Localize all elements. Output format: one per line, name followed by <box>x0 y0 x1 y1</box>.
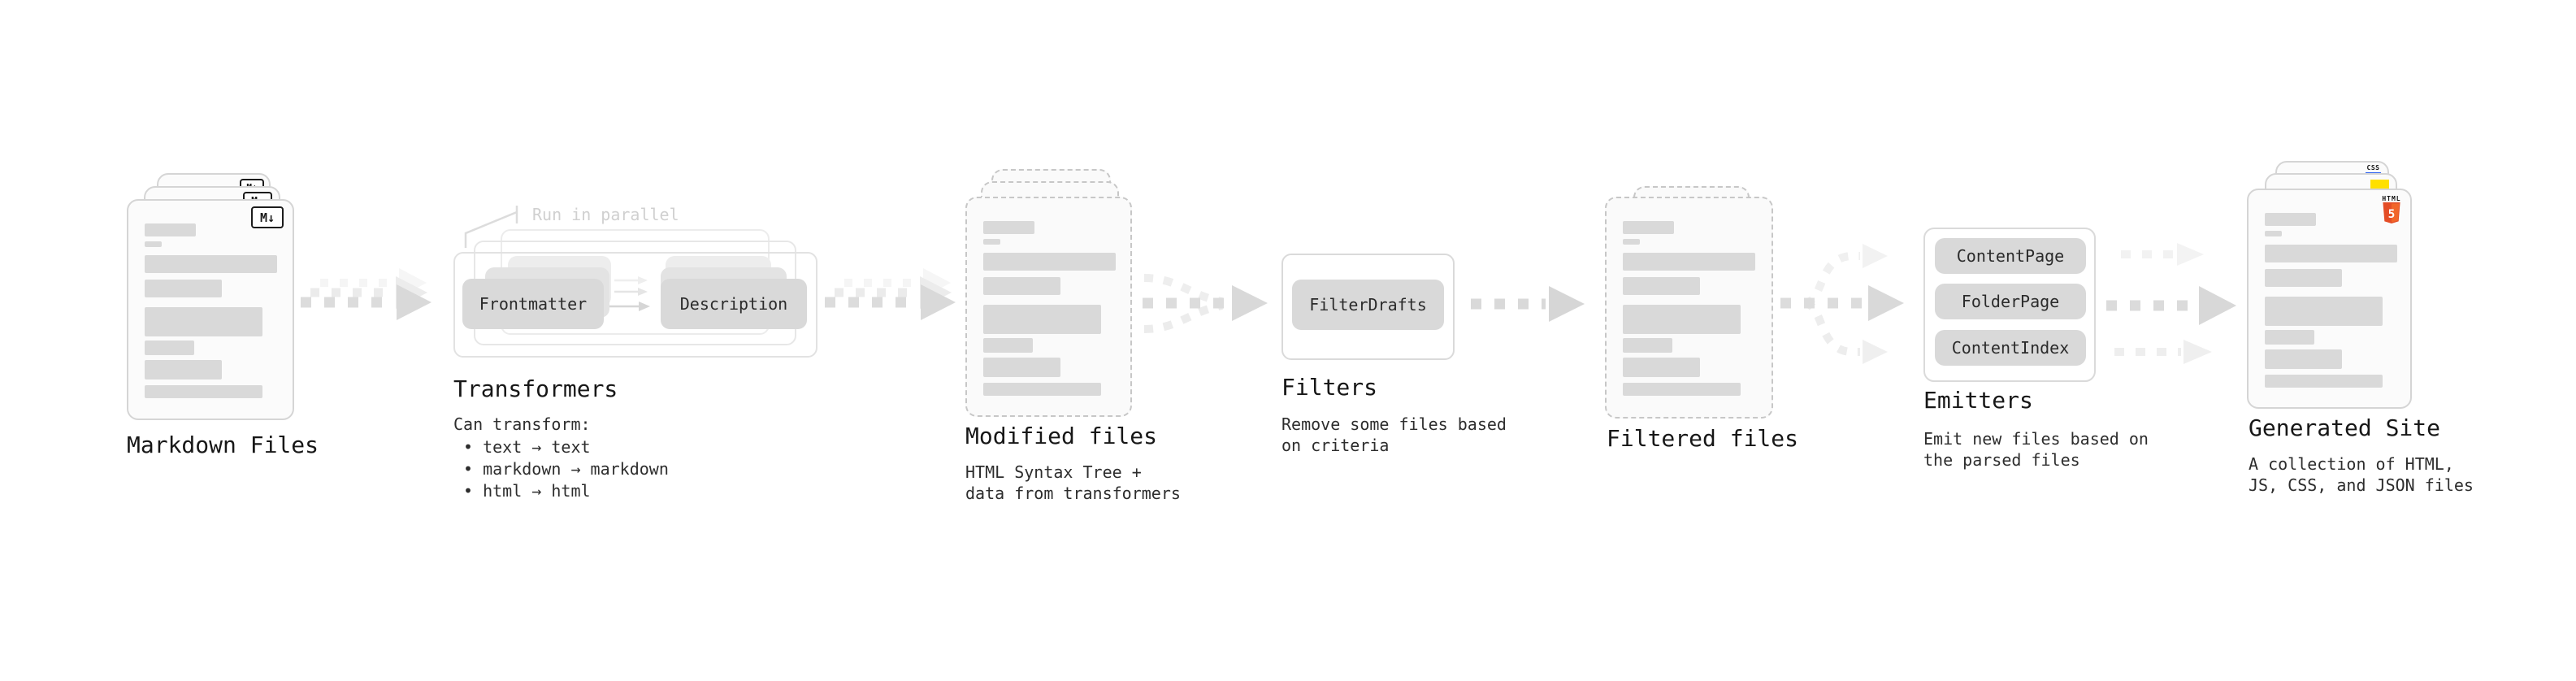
modified-files-subtitle: HTML Syntax Tree + data from transformer… <box>965 462 1181 504</box>
contentindex-button: ContentIndex <box>1935 330 2086 366</box>
arrow-modified-to-filters-merge <box>1143 274 1268 333</box>
transformers-caption: Can transform: <box>453 414 591 434</box>
transformers-bullets: • text → text • markdown → markdown • ht… <box>463 436 669 502</box>
filtered-file-card-front <box>1605 197 1773 419</box>
arrow-emitter-middle-to-site <box>2106 286 2236 325</box>
run-in-parallel-label: Run in parallel <box>532 205 679 224</box>
emitters-subtitle: Emit new files based on the parsed files <box>1923 428 2149 471</box>
css-label: CSS <box>2366 164 2380 171</box>
arrow-filters-to-filtered <box>1471 286 1585 322</box>
text-placeholder-bars <box>967 198 1130 396</box>
site-file-card-html: HTML 5 <box>2247 189 2412 409</box>
markdown-files-title: Markdown Files <box>127 432 319 458</box>
transformers-frame-front <box>453 252 817 358</box>
filtered-files-title: Filtered files <box>1607 425 1799 452</box>
html5-label: HTML <box>2382 195 2401 202</box>
transformers-title: Transformers <box>453 375 618 402</box>
arrow-filtered-to-emitters-split <box>1780 244 1904 364</box>
markdown-icon: M↓ <box>251 206 284 228</box>
bullet-item: • html → html <box>463 481 591 501</box>
subtitle-line: HTML Syntax Tree + <box>965 462 1142 482</box>
frontmatter-button: Frontmatter <box>462 279 604 329</box>
filters-title: Filters <box>1281 374 1378 401</box>
js-icon <box>2370 180 2389 189</box>
text-placeholder-bars <box>2249 190 2410 388</box>
subtitle-line: Emit new files based on <box>1923 429 2149 449</box>
text-placeholder-bars <box>128 201 293 398</box>
html5-shield: 5 <box>2383 202 2400 223</box>
svg-text:5: 5 <box>2388 208 2396 221</box>
html5-icon: HTML 5 <box>2381 195 2402 227</box>
arrow-transformers-to-modified <box>825 268 956 320</box>
subtitle-line: data from transformers <box>965 484 1181 503</box>
modified-files-title: Modified files <box>965 423 1158 449</box>
subtitle-line: JS, CSS, and JSON files <box>2249 475 2474 495</box>
arrow-markdown-to-transformers <box>301 268 432 320</box>
contentpage-button: ContentPage <box>1935 238 2086 274</box>
folderpage-button: FolderPage <box>1935 284 2086 319</box>
generated-site-title: Generated Site <box>2249 414 2441 441</box>
generated-site-subtitle: A collection of HTML, JS, CSS, and JSON … <box>2249 453 2474 496</box>
subtitle-line: A collection of HTML, <box>2249 454 2454 474</box>
bullet-item: • markdown → markdown <box>463 459 669 479</box>
arrow-emitter-bottom-to-site <box>2114 340 2212 364</box>
description-button: Description <box>661 279 807 329</box>
arrow-emitter-top-to-site <box>2121 243 2204 266</box>
bullet-item: • text → text <box>463 437 591 457</box>
emitters-title: Emitters <box>1923 387 2033 414</box>
markdown-file-card-front: M↓ <box>127 199 294 420</box>
filterdrafts-button: FilterDrafts <box>1292 280 1444 330</box>
subtitle-line: Remove some files based <box>1281 414 1507 434</box>
modified-file-card-front <box>965 197 1132 417</box>
run-in-parallel-callout-line <box>464 206 518 248</box>
subtitle-line: the parsed files <box>1923 450 2080 470</box>
parallel-transform-arrows <box>609 276 650 311</box>
subtitle-line: on criteria <box>1281 436 1390 455</box>
filters-subtitle: Remove some files based on criteria <box>1281 414 1507 456</box>
text-placeholder-bars <box>1607 198 1772 396</box>
